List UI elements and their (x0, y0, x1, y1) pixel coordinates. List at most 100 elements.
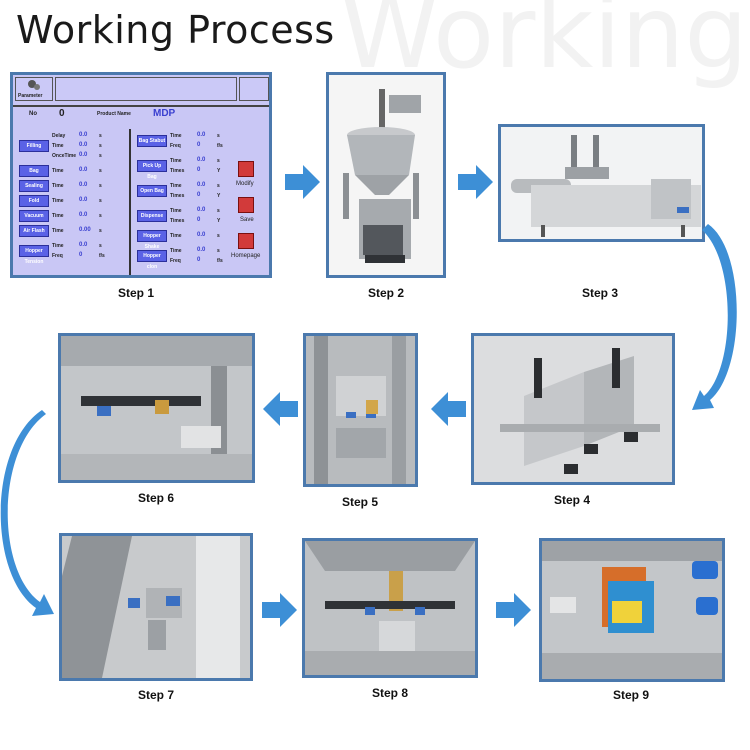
hmi-param-key: Time (170, 233, 182, 239)
hmi-param-value[interactable]: 0.0 (197, 232, 206, 238)
hmi-param-unit: s (99, 133, 102, 139)
hmi-param-key: Time (52, 213, 64, 219)
hmi-param-value[interactable]: 0.0 (79, 197, 88, 203)
step-6-label: Step 6 (137, 491, 174, 505)
hmi-param-button[interactable]: Fold (19, 195, 49, 207)
step-5-image (303, 333, 418, 487)
bag-open-photo (306, 336, 415, 484)
hmi-param-value[interactable]: 0.0 (197, 157, 206, 163)
hmi-param-key: Time (52, 168, 64, 174)
hmi-param-value[interactable]: 0 (197, 257, 201, 263)
arrow-left-icon (263, 392, 298, 426)
hmi-param-button[interactable]: Filling (19, 140, 49, 152)
step-4-image (471, 333, 675, 485)
step-9-image (539, 538, 725, 682)
hmi-param-button[interactable]: Hopper clon (137, 250, 167, 270)
hmi-param-value[interactable]: 0.0 (79, 142, 88, 148)
hmi-param-unit: s (99, 243, 102, 249)
hmi-param-key: Times (170, 193, 185, 199)
finished-pouch-photo (542, 541, 722, 679)
hmi-param-unit: s (217, 208, 220, 214)
hmi-param-value[interactable]: 0.00 (79, 227, 91, 233)
hmi-param-value[interactable]: 0.0 (197, 182, 206, 188)
hmi-param-unit: s (99, 213, 102, 219)
step-5-label: Step 5 (341, 495, 378, 509)
hmi-param-button[interactable]: Air Flash (19, 225, 49, 237)
arrow-left-icon (431, 392, 466, 426)
hmi-param-unit: s (99, 143, 102, 149)
step-8-label: Step 8 (371, 686, 408, 700)
hmi-param-value[interactable]: 0.0 (197, 247, 206, 253)
home-icon[interactable] (238, 233, 254, 249)
arrow-right-icon (262, 593, 297, 627)
hmi-param-value[interactable]: 0.0 (197, 207, 206, 213)
hmi-param-value[interactable]: 0.0 (79, 167, 88, 173)
hmi-param-button[interactable]: Pick Up Bag (137, 160, 167, 180)
sealing-station-photo (305, 541, 475, 675)
page-title: Working Process (16, 8, 335, 52)
step-4-label: Step 4 (553, 493, 590, 507)
hmi-param-button[interactable]: Open Bag (137, 185, 167, 197)
bag-guide-photo (474, 336, 672, 482)
hmi-param-key: Time (52, 198, 64, 204)
step-7-label: Step 7 (137, 688, 174, 702)
hmi-param-unit: s (217, 133, 220, 139)
hmi-param-key: OnceTime (52, 153, 77, 159)
hmi-param-button[interactable]: Hopper Shake (137, 230, 167, 250)
step-7-image (59, 533, 253, 681)
arrow-right-icon (458, 165, 493, 199)
hmi-param-value[interactable]: 0.0 (79, 132, 88, 138)
hmi-param-unit: Y (217, 168, 221, 174)
hmi-header: Parameter (13, 75, 269, 107)
hmi-param-value[interactable]: 0 (197, 167, 201, 173)
step-1-label: Step 1 (117, 286, 154, 300)
hmi-param-key: Time (170, 208, 182, 214)
bag-gripper-photo (61, 336, 252, 480)
filling-nozzle-photo (62, 536, 250, 678)
arrow-right-icon (285, 165, 320, 199)
hmi-param-button[interactable]: Hopper Tension (19, 245, 49, 265)
step-9-label: Step 9 (612, 688, 649, 702)
hmi-param-button[interactable]: Dispense (137, 210, 167, 222)
hmi-param-unit: f/s (217, 258, 223, 264)
hmi-param-value[interactable]: 0 (197, 217, 201, 223)
hmi-param-value[interactable]: 0.0 (79, 182, 88, 188)
hmi-param-value[interactable]: 0 (197, 142, 201, 148)
hmi-param-key: Time (52, 183, 64, 189)
hmi-param-unit: s (217, 248, 220, 254)
hmi-divider (129, 129, 131, 275)
save-icon[interactable] (238, 197, 254, 213)
hmi-param-key: Time (52, 143, 64, 149)
hmi-param-key: Time (52, 228, 64, 234)
hmi-param-key: Time (170, 183, 182, 189)
hmi-param-button[interactable]: Bag Stabut (137, 135, 167, 147)
hmi-param-value[interactable]: 0.0 (79, 152, 88, 158)
hmi-param-value[interactable]: 0.0 (79, 212, 88, 218)
hmi-param-value[interactable]: 0.0 (197, 132, 206, 138)
hmi-param-button[interactable]: Vacuum (19, 210, 49, 222)
step-2-image (326, 72, 446, 278)
hmi-param-value[interactable]: 0.0 (79, 242, 88, 248)
hmi-param-key: Time (170, 133, 182, 139)
hmi-param-key: Freq (170, 258, 181, 264)
arrow-right-icon (496, 593, 531, 627)
hmi-param-unit: s (99, 183, 102, 189)
modify-icon[interactable] (238, 161, 254, 177)
hmi-param-value[interactable]: 0 (79, 252, 83, 258)
hmi-param-value[interactable]: 0 (197, 192, 201, 198)
hmi-param-button[interactable]: Bag (19, 165, 49, 177)
hmi-param-key: Time (52, 243, 64, 249)
hmi-param-unit: f/s (217, 143, 223, 149)
hmi-param-unit: f/s (99, 253, 105, 259)
hmi-param-unit: Y (217, 193, 221, 199)
hmi-title-bar (55, 77, 237, 101)
hmi-param-unit: s (217, 158, 220, 164)
hmi-param-key: Delay (52, 133, 66, 139)
hmi-param-unit: s (99, 153, 102, 159)
step-3-label: Step 3 (581, 286, 618, 300)
hmi-param-unit: s (99, 168, 102, 174)
hmi-param-key: Times (170, 218, 185, 224)
hmi-param-button[interactable]: Sealing (19, 180, 49, 192)
hmi-param-unit: Y (217, 218, 221, 224)
